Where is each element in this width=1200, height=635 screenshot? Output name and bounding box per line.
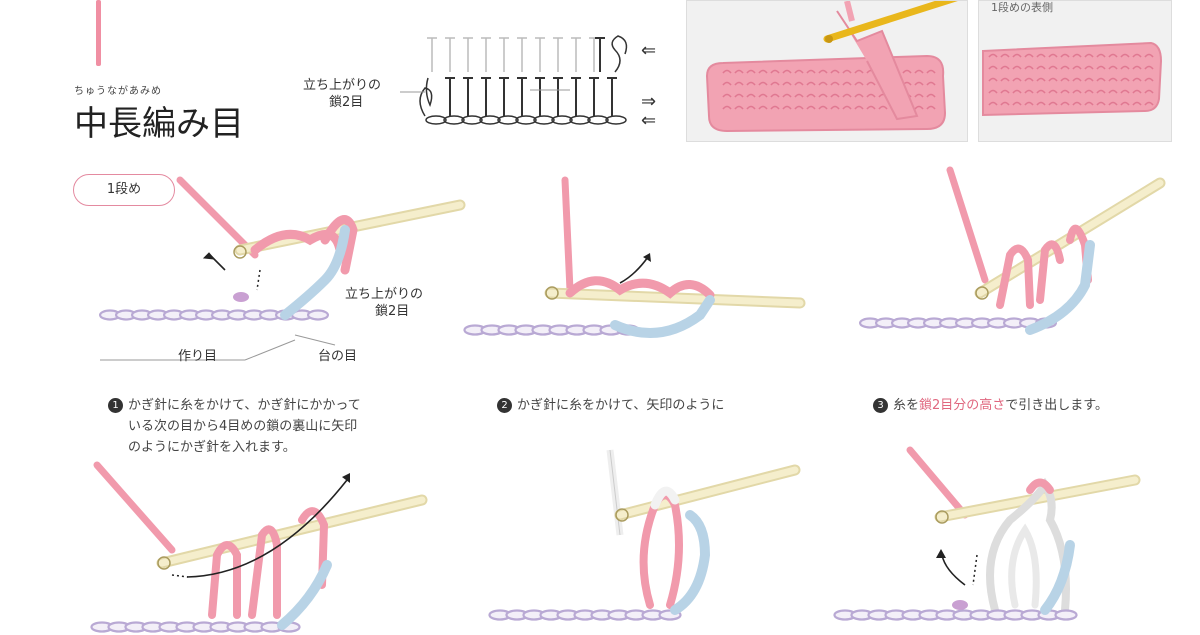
photo-working (686, 0, 968, 142)
hdc-symbol-faded (553, 37, 563, 72)
hdc-symbol (553, 77, 563, 116)
hdc-symbol-faded (481, 37, 491, 72)
step1-line1: 1 かぎ針に糸をかけて、かぎ針にかかって (108, 395, 448, 416)
hdc-symbol (445, 77, 455, 116)
hdc-symbol (517, 77, 527, 116)
label-chain-2-line2: 鎖2目 (375, 304, 410, 319)
arrow-left-row2-icon: ⇐ (641, 40, 657, 61)
chain-symbol (551, 115, 573, 125)
symbol-chart-label-line2: 鎖2目 (329, 95, 364, 110)
step3-text: 3 糸を鎖2目分の高さで引き出します。 (873, 395, 1108, 416)
hdc-symbol-faded (463, 37, 473, 72)
step2-text: 2 かぎ針に糸をかけて、矢印のように (497, 395, 724, 416)
hdc-symbol-faded (427, 37, 437, 72)
diagram-step6 (833, 446, 1141, 621)
chain-symbol (587, 115, 609, 125)
label-foundation: 作り目 (178, 349, 218, 364)
chain-stitch (306, 309, 330, 321)
hdc-symbol (499, 77, 509, 116)
step1-line1-text: かぎ針に糸をかけて、かぎ針にかかって (128, 398, 361, 413)
chain-symbol (569, 115, 591, 125)
photo-front-side: 1段めの表側 (978, 0, 1172, 142)
step1-number-icon: 1 (108, 398, 123, 413)
label-base-stitch: 台の目 (318, 349, 358, 364)
hdc-symbol-faded (499, 37, 509, 72)
row-badge: 1段め (73, 174, 175, 206)
symbol-chart (400, 35, 628, 125)
step3-pre: 糸を (893, 398, 920, 413)
hdc-symbol-faded (571, 37, 581, 72)
hdc-symbol-faded (445, 37, 455, 72)
arrow-right-row1-icon: ⇒ (641, 91, 657, 112)
hdc-symbol (589, 77, 599, 116)
step1-line3: のようにかぎ針を入れます。 (128, 440, 296, 455)
label-chain-2: 立ち上がりの 鎖2目 (345, 286, 423, 320)
chain-symbol (533, 115, 555, 125)
hdc-symbol (481, 77, 491, 116)
photo-caption: 1段めの表側 (991, 1, 1053, 14)
hdc-symbol (607, 77, 617, 116)
photo-front-illustration (979, 1, 1171, 141)
photo-working-illustration (687, 1, 967, 141)
chain-symbol (425, 115, 447, 125)
step3-post: で引き出します。 (1005, 398, 1108, 413)
hdc-symbol (535, 77, 545, 116)
title-accent-bar (96, 0, 101, 66)
chain-symbol (461, 115, 483, 125)
step3-number-icon: 3 (873, 398, 888, 413)
chain-symbol (479, 115, 501, 125)
symbol-chart-label-line1: 立ち上がりの (303, 78, 382, 93)
arrow-left-chain-icon: ⇐ (641, 110, 657, 131)
diagram-step2 (463, 176, 806, 338)
label-chain-2-line1: 立ち上がりの (345, 287, 424, 302)
diagram-step1 (98, 176, 466, 361)
diagram-step3 (858, 166, 1166, 335)
title-furigana: ちゅうながあみめ (74, 86, 162, 97)
step1-text: 1 かぎ針に糸をかけて、かぎ針にかかって いる次の目から4目めの鎖の裏山に矢印 の… (108, 395, 448, 458)
diagram-step5 (488, 449, 801, 621)
diagram-step4 (90, 461, 428, 633)
page-title: 中長編み目 (74, 104, 244, 144)
chain-symbol (443, 115, 465, 125)
hdc-symbol (463, 77, 473, 116)
hdc-symbol-faded (589, 37, 599, 72)
step2-line1: かぎ針に糸をかけて、矢印のように (517, 398, 725, 413)
step1-line2: いる次の目から4目めの鎖の裏山に矢印 (128, 419, 358, 434)
hdc-symbol (571, 77, 581, 116)
chain-symbol (605, 115, 627, 125)
symbol-chart-label: 立ち上がりの 鎖2目 (303, 77, 381, 111)
hdc-symbol-faded (535, 37, 545, 72)
chain-stitch (1054, 609, 1078, 621)
step3-highlight: 鎖2目分の高さ (919, 398, 1006, 413)
hdc-symbol-faded (517, 37, 527, 72)
chain-symbol (497, 115, 519, 125)
chain-symbol (515, 115, 537, 125)
step2-number-icon: 2 (497, 398, 512, 413)
